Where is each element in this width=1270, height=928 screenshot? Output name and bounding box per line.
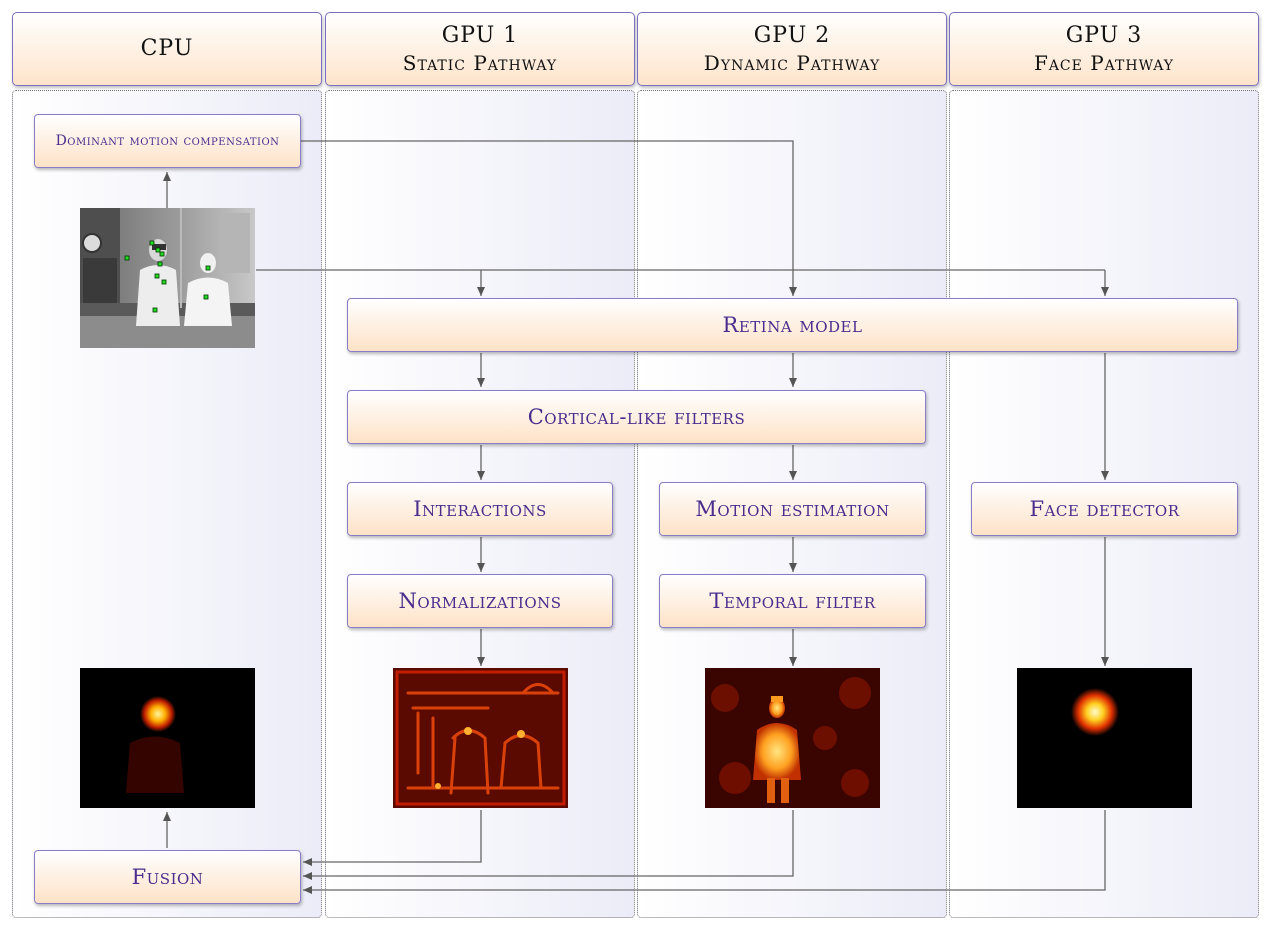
header-gpu3-subtitle: Face Pathway <box>1033 51 1175 75</box>
header-gpu3: GPU 3 Face Pathway <box>949 12 1259 86</box>
fused-saliency-map <box>80 668 255 808</box>
arrow-motion-to-retina <box>301 140 797 296</box>
header-cpu-title: CPU <box>140 36 194 61</box>
static-saliency-map <box>393 668 568 808</box>
motion-estimation-box: Motion estimation <box>659 482 926 536</box>
retina-model-box: Retina model <box>347 298 1238 352</box>
fusion-box: Fusion <box>34 850 301 904</box>
arrow-static-to-fusion <box>303 810 482 866</box>
input-frame-image <box>80 208 255 348</box>
normalizations-box: Normalizations <box>347 574 613 628</box>
face-detector-box: Face detector <box>971 482 1238 536</box>
face-saliency-map <box>1017 668 1192 808</box>
dynamic-saliency-map <box>705 668 880 808</box>
interactions-box: Interactions <box>347 482 613 536</box>
arrow-face-to-fusion <box>303 810 1106 894</box>
arrow-dynamic-to-fusion <box>303 810 794 880</box>
cortical-filters-box: Cortical-like filters <box>347 390 926 444</box>
header-gpu3-title: GPU 3 <box>1065 23 1143 48</box>
header-gpu1-title: GPU 1 <box>441 23 519 48</box>
header-gpu2-title: GPU 2 <box>753 23 831 48</box>
temporal-filter-box: Temporal filter <box>659 574 926 628</box>
header-gpu2-subtitle: Dynamic Pathway <box>703 51 881 75</box>
header-gpu1-subtitle: Static Pathway <box>402 51 558 75</box>
dominant-motion-box: Dominant motion compensation <box>34 114 301 168</box>
header-gpu1: GPU 1 Static Pathway <box>325 12 635 86</box>
header-gpu2: GPU 2 Dynamic Pathway <box>637 12 947 86</box>
header-cpu: CPU <box>12 12 322 86</box>
